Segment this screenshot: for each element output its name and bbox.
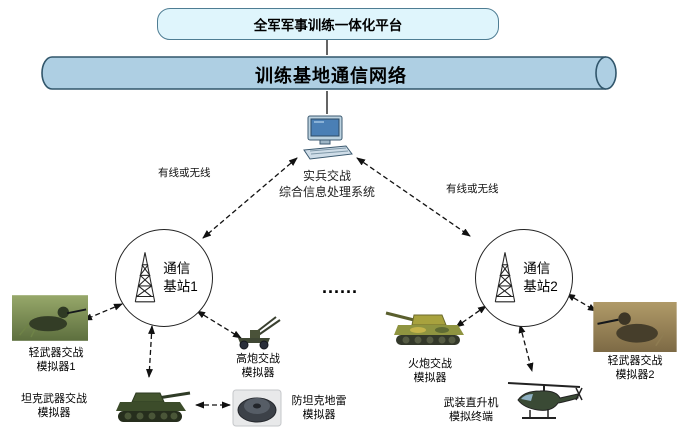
light-weapon-sim-1-line1: 轻武器交战 [28,347,84,359]
soldier-photo-icon [593,302,677,352]
light-weapon-sim-2-photo [592,302,678,352]
anti-tank-mine-sim-label: 防坦克地雷 模拟器 [283,394,355,423]
light-weapon-sim-1-photo [12,295,88,341]
helicopter-icon [507,382,583,419]
helicopter-photo [504,374,584,430]
pipe-cylinder-graphic [41,56,617,90]
processing-system-node [302,114,354,164]
aa-gun-icon [238,316,281,350]
link-station2-helicopter [518,324,534,372]
light-weapon-sim-2-label: 轻武器交战 模拟器2 [594,354,676,383]
base-station-1-label: 通信 基站1 [163,260,198,295]
artillery-icon [385,311,464,345]
base-station-1-line1: 通信 [163,261,191,277]
light-weapon-sim-2-line1: 轻武器交战 [607,355,663,367]
processing-system-label-line2: 综合信息处理系统 [278,184,375,199]
antenna-tower-icon [135,252,156,303]
light-weapon-sim-1-label: 轻武器交战 模拟器1 [6,346,106,375]
platform-label: 全军军事训练一体化平台 [253,18,403,33]
tank-icon [116,391,191,422]
base-station-2-line2: 基站2 [523,279,558,294]
artillery-sim-label: 火炮交战 模拟器 [396,357,464,386]
pipe-label: 训练基地通信网络 [255,66,407,86]
antenna-tower-icon [495,252,516,303]
anti-tank-mine-photo [232,386,282,430]
helicopter-terminal-label: 武装直升机 模拟终端 [434,396,508,425]
computer-icon [303,115,353,160]
artillery-sim-line2: 模拟器 [413,372,447,385]
tank-weapon-sim-line2: 模拟器 [37,407,71,420]
aa-gun-sim-label: 高炮交战 模拟器 [218,352,298,381]
platform-box: 全军军事训练一体化平台 [157,8,499,40]
light-weapon-sim-1-line2: 模拟器1 [36,361,76,374]
anti-tank-mine-sim-line2: 模拟器 [302,409,336,422]
tank-photo [108,381,192,428]
helicopter-terminal-line2: 模拟终端 [449,411,493,424]
artillery-sim-line1: 火炮交战 [408,358,452,370]
network-pipe: 训练基地通信网络 [40,55,622,91]
aa-gun-sim-line1: 高炮交战 [236,353,280,365]
link-station1-lightweapon1 [83,303,123,321]
tank-weapon-sim-label: 坦克武器交战 模拟器 [4,392,104,421]
mine-icon [232,389,282,427]
ellipsis: ...... [322,277,359,297]
light-weapon-sim-2-line2: 模拟器2 [615,369,655,382]
processing-system-label-line1: 实兵交战 [302,169,351,183]
base-station-2-line1: 通信 [523,261,551,277]
base-station-2: 通信 基站2 [475,229,573,327]
helicopter-terminal-line1: 武装直升机 [443,397,499,409]
artillery-photo [384,305,472,353]
aa-gun-photo [226,314,286,350]
base-station-1-line2: 基站1 [163,279,198,294]
base-station-1: 通信 基站1 [115,229,213,327]
left-link-label: 有线或无线 [158,167,211,179]
processing-system-label: 实兵交战 综合信息处理系统 [262,169,392,200]
link-station1-tank [145,325,156,378]
anti-tank-mine-sim-line1: 防坦克地雷 [291,395,347,407]
tank-weapon-sim-line1: 坦克武器交战 [21,393,87,405]
right-link-label: 有线或无线 [446,183,499,195]
base-station-2-label: 通信 基站2 [523,260,558,295]
soldier-photo-icon [12,295,88,341]
aa-gun-sim-line2: 模拟器 [241,367,275,380]
